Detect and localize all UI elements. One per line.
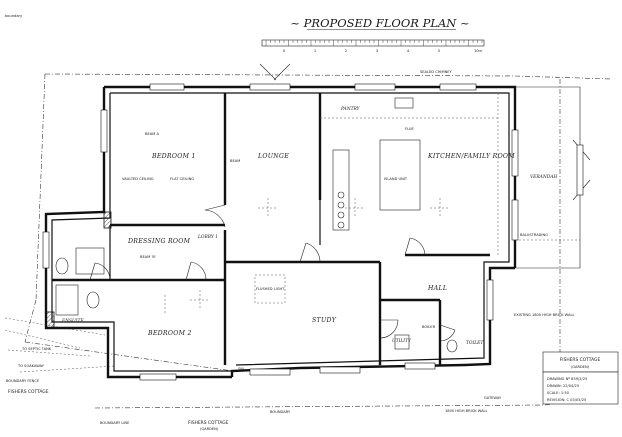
room-lobby: LOBBY 1 xyxy=(197,235,218,240)
drawing-date: DRAWN: 22/04/25 xyxy=(547,384,579,388)
note-beam-a: BEAM A xyxy=(145,132,159,136)
veranda xyxy=(515,86,584,269)
room-lounge: LOUNGE xyxy=(257,153,289,160)
room-hall: HALL xyxy=(427,285,447,292)
room-pantry: PANTRY xyxy=(340,107,361,112)
note-septic: TO SEPTIC TANK xyxy=(21,347,52,351)
room-bedroom-2: BEDROOM 2 xyxy=(147,330,192,337)
note-existing-wall: EXISTING 1800 HIGH BRICK WALL xyxy=(514,313,574,317)
room-bedroom-1: BEDROOM 1 xyxy=(151,153,196,160)
note-fishers-left: FISHERS COTTAGE xyxy=(8,389,49,395)
title-block: DRAWING Nº 839/2/25 DRAWN: 22/04/25 SCAL… xyxy=(542,371,619,405)
windows xyxy=(42,83,519,381)
note-boundary-line: BOUNDARY LINE xyxy=(100,421,130,425)
room-utility: UTILITY xyxy=(392,339,412,344)
scale-label-0: 0 xyxy=(283,49,286,53)
external-walls xyxy=(44,85,517,379)
drawing-number: DRAWING Nº 839/2/25 xyxy=(547,377,587,381)
room-veranda: VERANDAH xyxy=(530,175,557,180)
room-ensuite: ENSUITE xyxy=(61,319,84,324)
note-garden-right: (GARDEN) xyxy=(571,365,590,369)
ceiling-markers xyxy=(164,198,450,315)
drawing-scale: SCALE: 1:50 xyxy=(547,391,570,395)
note-boundary-fence: BOUNDARY FENCE xyxy=(6,379,40,383)
room-kitchen: KITCHEN/FAMILY ROOM xyxy=(427,153,515,160)
site-boundary xyxy=(4,73,613,409)
note-balustrading: BALUSTRADING xyxy=(520,233,548,237)
internal-walls xyxy=(52,93,490,365)
note-flue: FLUE xyxy=(405,127,415,131)
note-boundary-bottom: BOUNDARY xyxy=(270,410,291,414)
scale-label-10m: 10m xyxy=(474,49,483,53)
note-garden-bottom: (GARDEN) xyxy=(200,427,219,431)
scale-label-5: 5 xyxy=(438,49,440,53)
scale-label-4: 4 xyxy=(407,49,410,53)
kitchen-fittings xyxy=(320,93,500,255)
note-gateway: GATEWAY xyxy=(484,396,502,400)
drawing-title: ~ PROPOSED FLOOR PLAN ~ xyxy=(290,16,469,30)
room-toilet: TOILET xyxy=(466,341,484,346)
note-island: ISLAND UNIT xyxy=(384,177,408,181)
scale-bar: 0 1 2 3 4 5 10m xyxy=(261,39,485,53)
note-soakaway: TO SOAKAWAY xyxy=(17,364,45,368)
note-beam-b: BEAM 'B' xyxy=(140,255,156,259)
note-brick-wall: 1800 HIGH BRICK WALL xyxy=(445,409,488,413)
scale-label-1: 1 xyxy=(314,49,316,53)
note-sw: SW xyxy=(238,367,244,371)
room-study: STUDY xyxy=(312,317,337,324)
corner-boundary-label: boundary xyxy=(5,14,23,18)
note-fishers-bottom: FISHERS COTTAGE xyxy=(188,420,229,426)
note-vaulted: VAULTED CEILING xyxy=(122,177,154,181)
scale-label-2: 2 xyxy=(345,49,347,53)
note-fishers-right: FISHERS COTTAGE xyxy=(560,357,601,363)
note-boiler: BOILER xyxy=(422,325,436,329)
note-flat: FLAT CEILING xyxy=(170,177,194,181)
scale-label-3: 3 xyxy=(376,49,378,53)
note-beam: BEAM xyxy=(230,159,240,163)
bathroom-fittings xyxy=(55,247,458,353)
room-dressing: DRESSING ROOM xyxy=(127,238,191,245)
drawing-revision: REVISION: C 03/05/25 xyxy=(547,398,586,402)
fishers-cottage-box: FISHERS COTTAGE (GARDEN) xyxy=(542,351,619,373)
note-sealed: SEALED CHIMNEY xyxy=(420,70,453,74)
note-roof-light: FLUSHED LIGHT xyxy=(256,287,285,291)
